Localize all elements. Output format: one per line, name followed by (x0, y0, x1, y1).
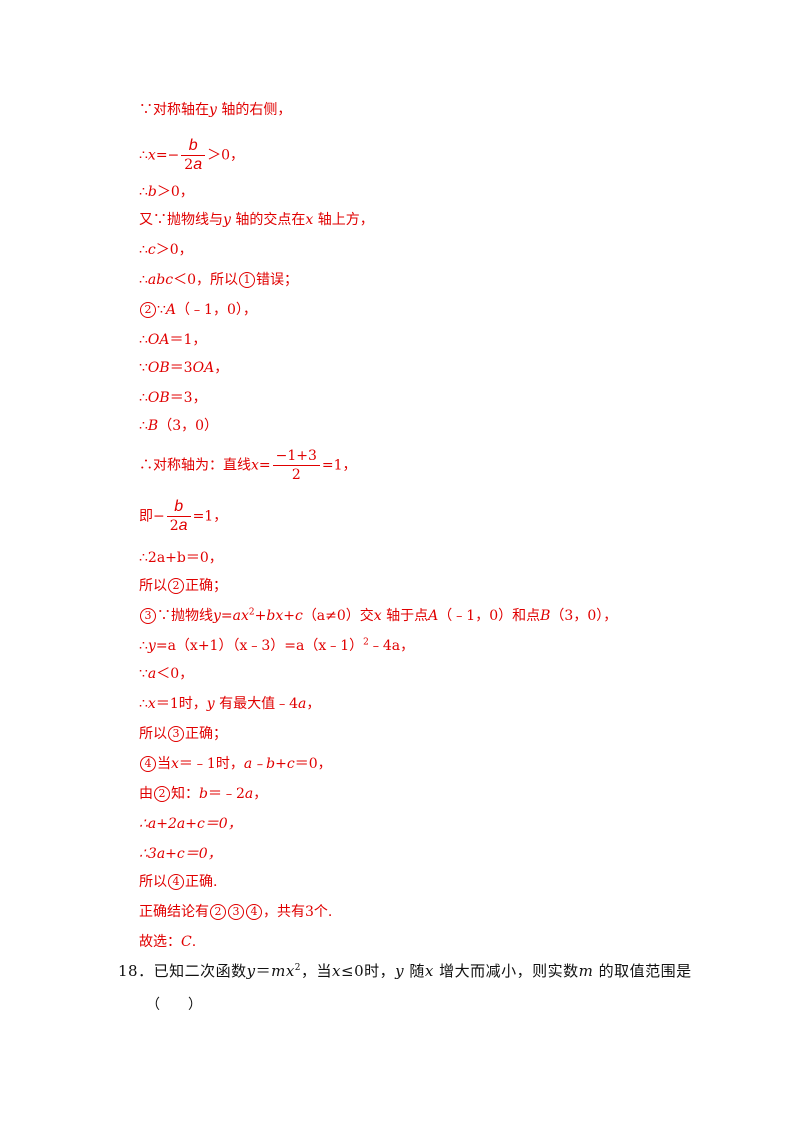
answer-line: 故选：C. (139, 934, 197, 950)
solution-line-10: ∴OB＝3， (139, 390, 207, 406)
solution-line-11: ∴B（3，0） (139, 418, 219, 434)
solution-line-23: ∴a+2a+c＝0， (139, 816, 242, 832)
solution-line-18: ∵a＜0， (139, 666, 194, 682)
circled-number-3: 3 (140, 608, 156, 624)
circled-number-2: 2 (210, 904, 226, 920)
solution-line-5: ∴c＞0， (139, 242, 193, 258)
circled-number-2: 2 (154, 786, 170, 802)
question-18: 18．已知二次函数y＝mx2，当x≤0时，y 随x 增大而减小，则实数m 的取值… (118, 962, 692, 980)
solution-line-8: ∴OA＝1， (139, 332, 207, 348)
circled-number-3: 3 (228, 904, 244, 920)
solution-line-3: ∴b＞0， (139, 184, 194, 200)
answer-blank: （ ） (146, 997, 202, 1013)
circled-number-4: 4 (246, 904, 262, 920)
solution-line-17: ∴y=a（x+1）（x﹣3）=a（x﹣1）2﹣4a， (139, 637, 415, 654)
circled-number-1: 1 (239, 272, 255, 288)
solution-line-9: ∵OB＝3OA， (139, 360, 229, 376)
circled-number-2: 2 (168, 578, 184, 594)
solution-line-16: 3∵抛物线y=ax2+bx+c（a≠0）交x 轴于点A（﹣1，0）和点B（3，0… (139, 607, 617, 625)
solution-line-1: ∵对称轴在y 轴的右侧， (139, 102, 292, 118)
question-number: 18． (118, 962, 154, 980)
solution-line-19: ∴x＝1时，y 有最大值﹣4a， (139, 696, 321, 712)
solution-line-7: 2∵A（﹣1，0）， (139, 301, 257, 319)
solution-line-14: ∴2a+b＝0， (139, 550, 223, 566)
solution-line-24: ∴3a+c＝0， (139, 846, 222, 862)
circled-number-3: 3 (168, 726, 184, 742)
solution-line-4: 又∵抛物线与y 轴的交点在x 轴上方， (139, 212, 374, 228)
circled-number-2: 2 (140, 302, 156, 318)
circled-number-4: 4 (168, 874, 184, 890)
circled-number-4: 4 (140, 756, 156, 772)
